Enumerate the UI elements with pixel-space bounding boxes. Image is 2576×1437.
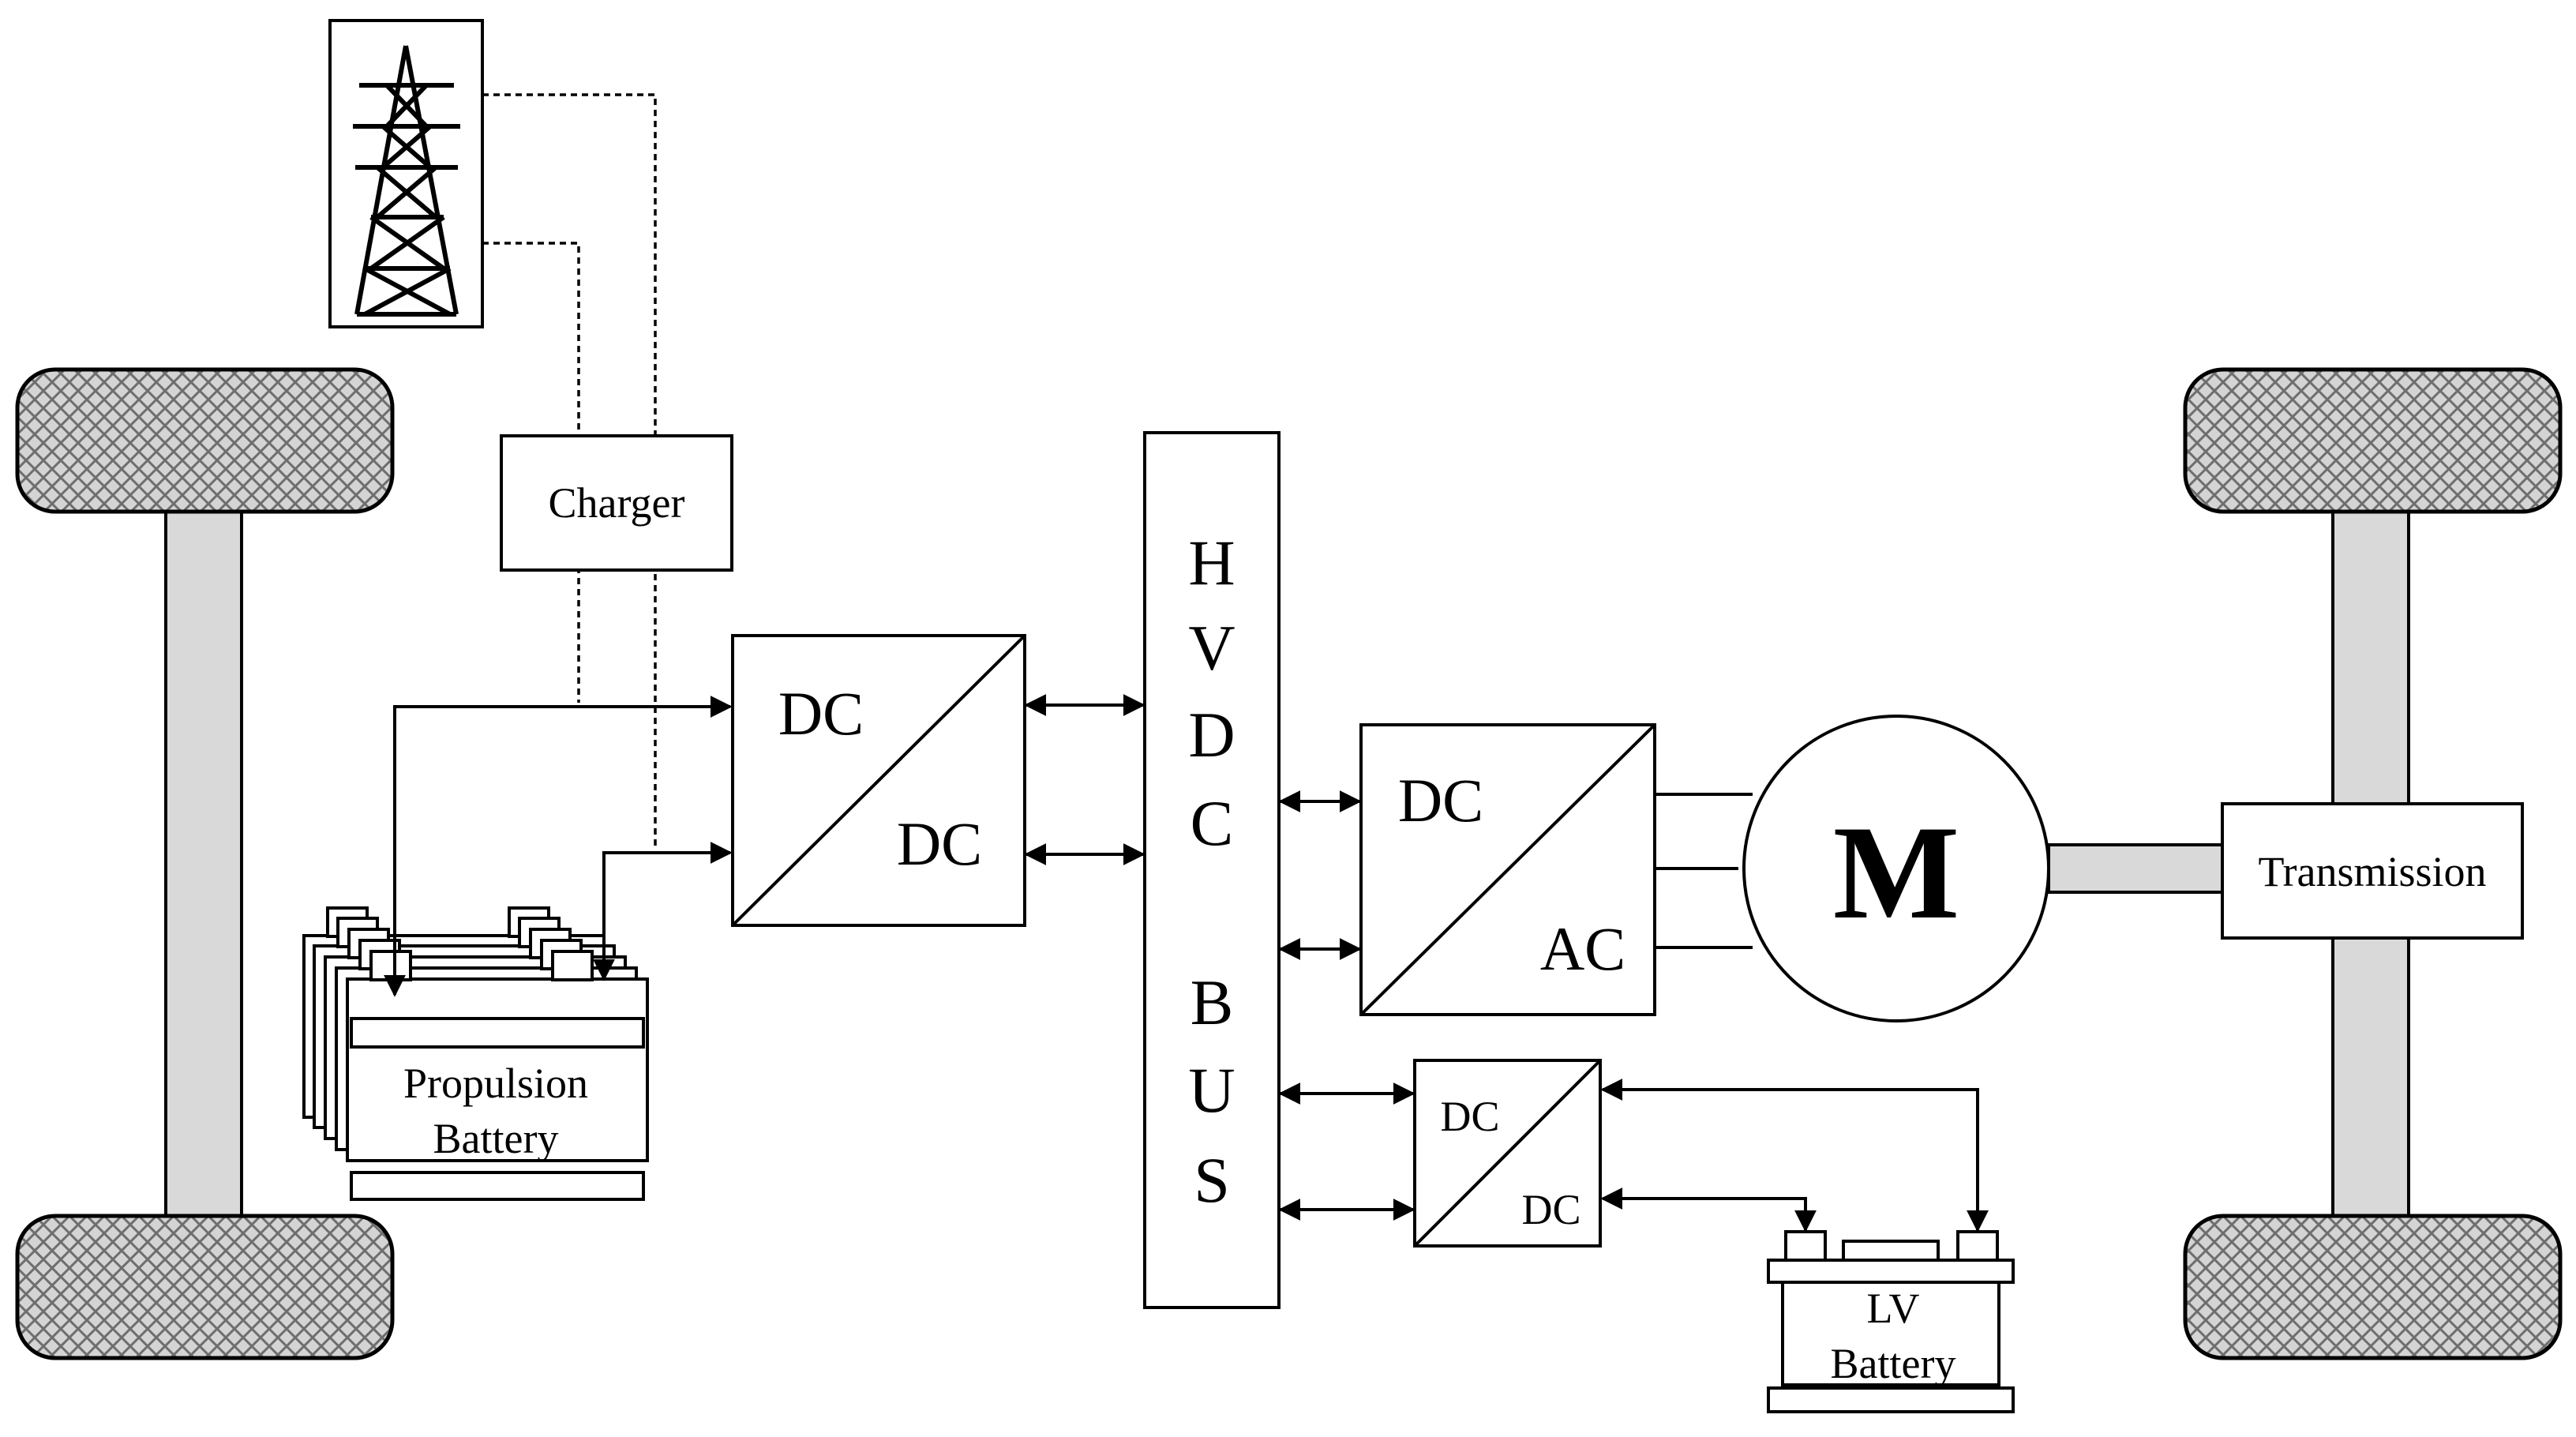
grid-line-outer xyxy=(482,93,657,849)
transmission-box xyxy=(2221,802,2524,940)
transmission-label: Transmission xyxy=(2258,848,2486,895)
hvdc-bus-box xyxy=(1143,431,1281,1309)
hvdc-letter-v: V xyxy=(1188,612,1235,684)
motor-shaft xyxy=(2047,843,2224,894)
lv-battery-label-2: Battery xyxy=(1831,1340,1956,1387)
dcdc-main-input: DC xyxy=(778,679,864,748)
bus-letter-s: S xyxy=(1194,1144,1230,1216)
lv-wire-bottom xyxy=(1600,1187,1817,1233)
propulsion-battery: Propulsion Battery xyxy=(302,906,649,1201)
right-top-wheel xyxy=(2183,367,2563,514)
propulsion-battery-label-2: Battery xyxy=(433,1115,559,1162)
lv-wire-top xyxy=(1600,1079,1989,1233)
charger-label: Charger xyxy=(549,479,685,527)
dcdc-main-converter: DC DC xyxy=(731,634,1026,927)
bus-letter-b: B xyxy=(1191,966,1234,1038)
dcdc-main-output: DC xyxy=(897,809,982,878)
battery-wire-bottom xyxy=(593,842,733,981)
left-top-wheel xyxy=(15,367,395,514)
left-axle xyxy=(15,367,395,1360)
hvdc-letter-c: C xyxy=(1191,787,1234,859)
three-phase-lines xyxy=(1655,793,1753,949)
dcdc-lv-input: DC xyxy=(1440,1093,1499,1140)
battery-wire-top xyxy=(384,696,733,997)
hvdc-letter-h: H xyxy=(1188,527,1235,598)
hvdc-bus-label: H V D C B U S xyxy=(1188,527,1235,1216)
propulsion-battery-label-1: Propulsion xyxy=(403,1060,588,1107)
hvdc-letter-d: D xyxy=(1188,699,1235,771)
transmission-tower-icon xyxy=(353,45,460,317)
left-bottom-wheel xyxy=(15,1214,395,1360)
inverter-input: DC xyxy=(1398,766,1483,835)
dcdc-lv-converter: DC DC xyxy=(1413,1059,1602,1248)
lv-battery-label-1: LV xyxy=(1866,1285,1919,1332)
motor-label: M xyxy=(1833,798,1959,947)
bus-letter-u: U xyxy=(1188,1054,1235,1126)
inverter-output: AC xyxy=(1540,914,1625,983)
dcdc-lv-output: DC xyxy=(1521,1186,1580,1233)
grid-source xyxy=(328,19,484,328)
charger-box xyxy=(500,434,733,572)
inverter: DC AC xyxy=(1359,723,1656,1016)
lv-battery: LV Battery xyxy=(1767,1230,2015,1413)
right-bottom-wheel xyxy=(2183,1214,2563,1360)
